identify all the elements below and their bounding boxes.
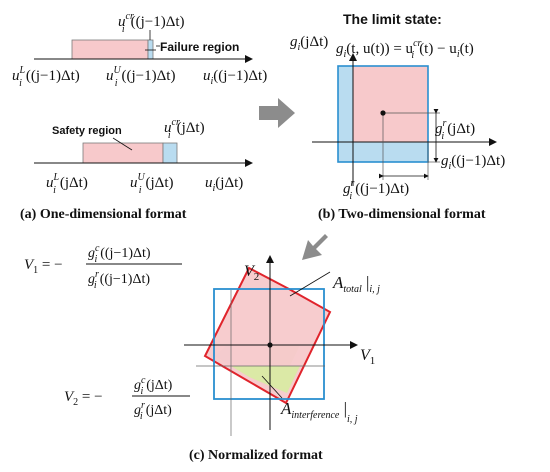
v2-equation-lhs: V2 = − — [64, 389, 103, 408]
origin-point-c — [267, 342, 273, 348]
gray-arrow-right — [259, 98, 295, 128]
total-region — [205, 268, 330, 403]
center-point-b — [380, 110, 386, 116]
y-axis-label: gi(jΔt) — [290, 34, 328, 53]
safety-region-label: Safety region — [52, 125, 122, 137]
top-safety-bar — [71, 39, 149, 60]
gray-arrow-down-left — [302, 234, 328, 260]
top-failure-bar — [147, 39, 154, 60]
bottom-failure-bar — [162, 142, 178, 164]
v2-axis-label: V2 — [244, 263, 259, 283]
a-total-leader — [289, 271, 331, 297]
limit-state-title: The limit state: — [343, 11, 442, 27]
bottom-safety-bar — [82, 142, 164, 164]
failure-region-label: Failure region — [160, 40, 239, 54]
safety-leader — [112, 137, 133, 151]
total-region-outline — [203, 266, 332, 405]
caption-a: (a) One-dimensional format — [20, 207, 187, 222]
a-total-label: Atotal |i, j — [332, 273, 380, 295]
caption-c: (c) Normalized format — [189, 448, 323, 463]
pink-region-b — [353, 66, 428, 142]
bottom-ui-label: ui(jΔt) — [205, 175, 243, 194]
caption-b: (b) Two-dimensional format — [318, 207, 486, 222]
v1-axis-label: V1 — [360, 347, 375, 367]
a-interference-label: Ainterference |i, j — [280, 399, 358, 425]
top-ui-label: ui((j−1)Δt) — [203, 68, 267, 87]
x-axis-label: gi((j−1)Δt) — [441, 153, 505, 172]
a-interference-leader — [261, 375, 283, 399]
v1-equation-lhs: V1 = − — [24, 257, 63, 276]
normalized-box — [213, 288, 325, 400]
